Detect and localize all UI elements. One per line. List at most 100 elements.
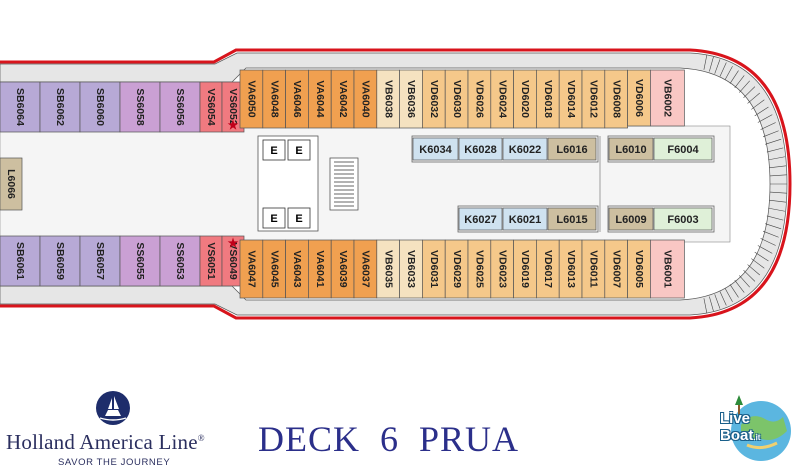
cabin-va6048[interactable]: VA6048 (262, 69, 286, 129)
cabin-vd6024[interactable]: VD6024 (490, 69, 514, 129)
cabin-l6016[interactable]: L6016 (547, 137, 597, 161)
cabin-vd6023[interactable]: VD6023 (490, 239, 514, 299)
cabin-vd6008[interactable]: VD6008 (604, 69, 628, 129)
cabin-ss6058[interactable]: SS6058 (119, 81, 161, 133)
cabin-l6010[interactable]: L6010 (608, 137, 654, 161)
cabin-va6044[interactable]: VA6044 (308, 69, 332, 129)
railing-hatch-line (769, 174, 787, 177)
cabin-vb6033[interactable]: VB6033 (399, 239, 423, 299)
cabin-f6003[interactable]: F6003 (653, 207, 713, 231)
cabin-label: VB6038 (382, 80, 394, 118)
cabin-va6046[interactable]: VA6046 (285, 69, 309, 129)
cabin-va6040[interactable]: VA6040 (353, 69, 378, 129)
railing-hatch-line (714, 294, 721, 309)
cabin-sb6060[interactable]: SB6060 (79, 81, 121, 133)
railing-hatch-line (734, 75, 745, 89)
railing-hatch-line (743, 269, 756, 282)
cabin-vs6051[interactable]: VS6051 (199, 235, 223, 287)
cabin-vs6052[interactable]: VS6052★ (221, 81, 245, 133)
cabin-vd6018[interactable]: VD6018 (536, 69, 560, 129)
railing-hatch-line (739, 275, 750, 288)
cabin-k6022[interactable]: K6022 (502, 137, 548, 161)
cabin-vb6001[interactable]: VB6001 (650, 239, 685, 299)
cabin-vs6049[interactable]: VS6049★ (221, 235, 245, 287)
cabin-f6004[interactable]: F6004 (653, 137, 713, 161)
railing-hatch-line (719, 291, 727, 306)
cabin-vd6017[interactable]: VD6017 (536, 239, 560, 299)
cabin-ss6053[interactable]: SS6053 (159, 235, 201, 287)
cabin-l6066[interactable]: L6066 (0, 157, 23, 211)
cabin-label: VA6040 (360, 80, 372, 117)
railing-hatch-line (769, 199, 787, 203)
cabin-vd6025[interactable]: VD6025 (467, 239, 492, 299)
cabin-vd6026[interactable]: VD6026 (467, 69, 492, 129)
cabin-vd6031[interactable]: VD6031 (422, 239, 446, 299)
cabin-sb6059[interactable]: SB6059 (39, 235, 81, 287)
railing-hatch-line (714, 59, 721, 74)
cabin-sb6064[interactable]: SB6064 (0, 81, 41, 133)
cabin-label: K6028 (464, 144, 496, 156)
cabin-k6028[interactable]: K6028 (458, 137, 503, 161)
brand-tagline: SAVOR THE JOURNEY (58, 457, 171, 468)
cabin-k6021[interactable]: K6021 (502, 207, 548, 231)
cabin-vd6014[interactable]: VD6014 (558, 69, 583, 129)
cabin-vd6006[interactable]: VD6006 (627, 69, 651, 127)
cabin-label: VB6033 (405, 250, 417, 288)
elevator-label: E (270, 213, 277, 225)
cabin-vd6029[interactable]: VD6029 (444, 239, 469, 299)
cabin-vb6036[interactable]: VB6036 (399, 69, 423, 129)
railing-hatch-line (743, 86, 756, 99)
cabin-va6042[interactable]: VA6042 (330, 69, 355, 129)
cabin-label: VA6041 (314, 250, 326, 287)
railing-hatch-line (739, 80, 750, 93)
cabin-label: L6015 (556, 214, 587, 226)
cabin-vd6011[interactable]: VD6011 (581, 239, 606, 299)
cabin-va6047[interactable]: VA6047 (239, 239, 264, 299)
cabin-vd6020[interactable]: VD6020 (513, 69, 537, 129)
inner-block-bottom-fwd (607, 205, 715, 233)
cabin-va6045[interactable]: VA6045 (262, 239, 286, 299)
cabin-va6043[interactable]: VA6043 (285, 239, 309, 299)
cabin-sb6061[interactable]: SB6061 (0, 235, 41, 287)
cabin-label: VA6047 (246, 250, 258, 287)
cabin-label: VD6007 (610, 250, 622, 288)
cabin-vd6012[interactable]: VD6012 (581, 69, 606, 129)
cabin-vd6005[interactable]: VD6005 (627, 239, 651, 299)
railing-hatch-line (734, 279, 745, 293)
cabin-ss6055[interactable]: SS6055 (119, 235, 161, 287)
railing-hatch-line (757, 245, 773, 254)
cabin-va6041[interactable]: VA6041 (308, 239, 332, 299)
cabin-k6027[interactable]: K6027 (458, 207, 503, 231)
railing-hatch-line (719, 62, 727, 77)
cabin-vd6013[interactable]: VD6013 (558, 239, 583, 299)
cabin-vb6002[interactable]: VB6002 (650, 69, 685, 127)
cabin-sb6062[interactable]: SB6062 (39, 81, 81, 133)
cabin-vb6038[interactable]: VB6038 (376, 69, 400, 129)
cabin-vd6032[interactable]: VD6032 (422, 69, 446, 129)
cabin-l6015[interactable]: L6015 (547, 207, 597, 231)
railing-hatch-line (751, 99, 765, 110)
cabin-vb6035[interactable]: VB6035 (376, 239, 400, 299)
cabin-ss6056[interactable]: SS6056 (159, 81, 201, 133)
cabin-vd6007[interactable]: VD6007 (604, 239, 628, 299)
cabin-va6039[interactable]: VA6039 (330, 239, 355, 299)
cabin-k6034[interactable]: K6034 (412, 137, 459, 161)
cabin-vd6019[interactable]: VD6019 (513, 239, 537, 299)
railing-hatch-line (747, 264, 760, 276)
railing-hatch-line (754, 106, 769, 117)
cabin-vd6030[interactable]: VD6030 (444, 69, 469, 129)
cabin-l6009[interactable]: L6009 (608, 207, 654, 231)
cabin-sb6057[interactable]: SB6057 (79, 235, 121, 287)
cabin-va6037[interactable]: VA6037 (353, 239, 378, 299)
cabin-label: SB6062 (54, 88, 66, 126)
cabin-va6050[interactable]: VA6050 (239, 69, 264, 129)
cabin-label: SS6053 (174, 242, 186, 280)
hull-outline (0, 48, 792, 320)
railing-hatch-line (769, 191, 787, 194)
railing-hatch-line (765, 223, 782, 230)
cabin-vs6054[interactable]: VS6054 (199, 81, 223, 133)
railing-hatch-line (747, 92, 760, 104)
cabin-label: SS6058 (134, 88, 146, 126)
cabin-label: VD6013 (565, 250, 577, 288)
cabin-label: SB6061 (14, 242, 26, 280)
